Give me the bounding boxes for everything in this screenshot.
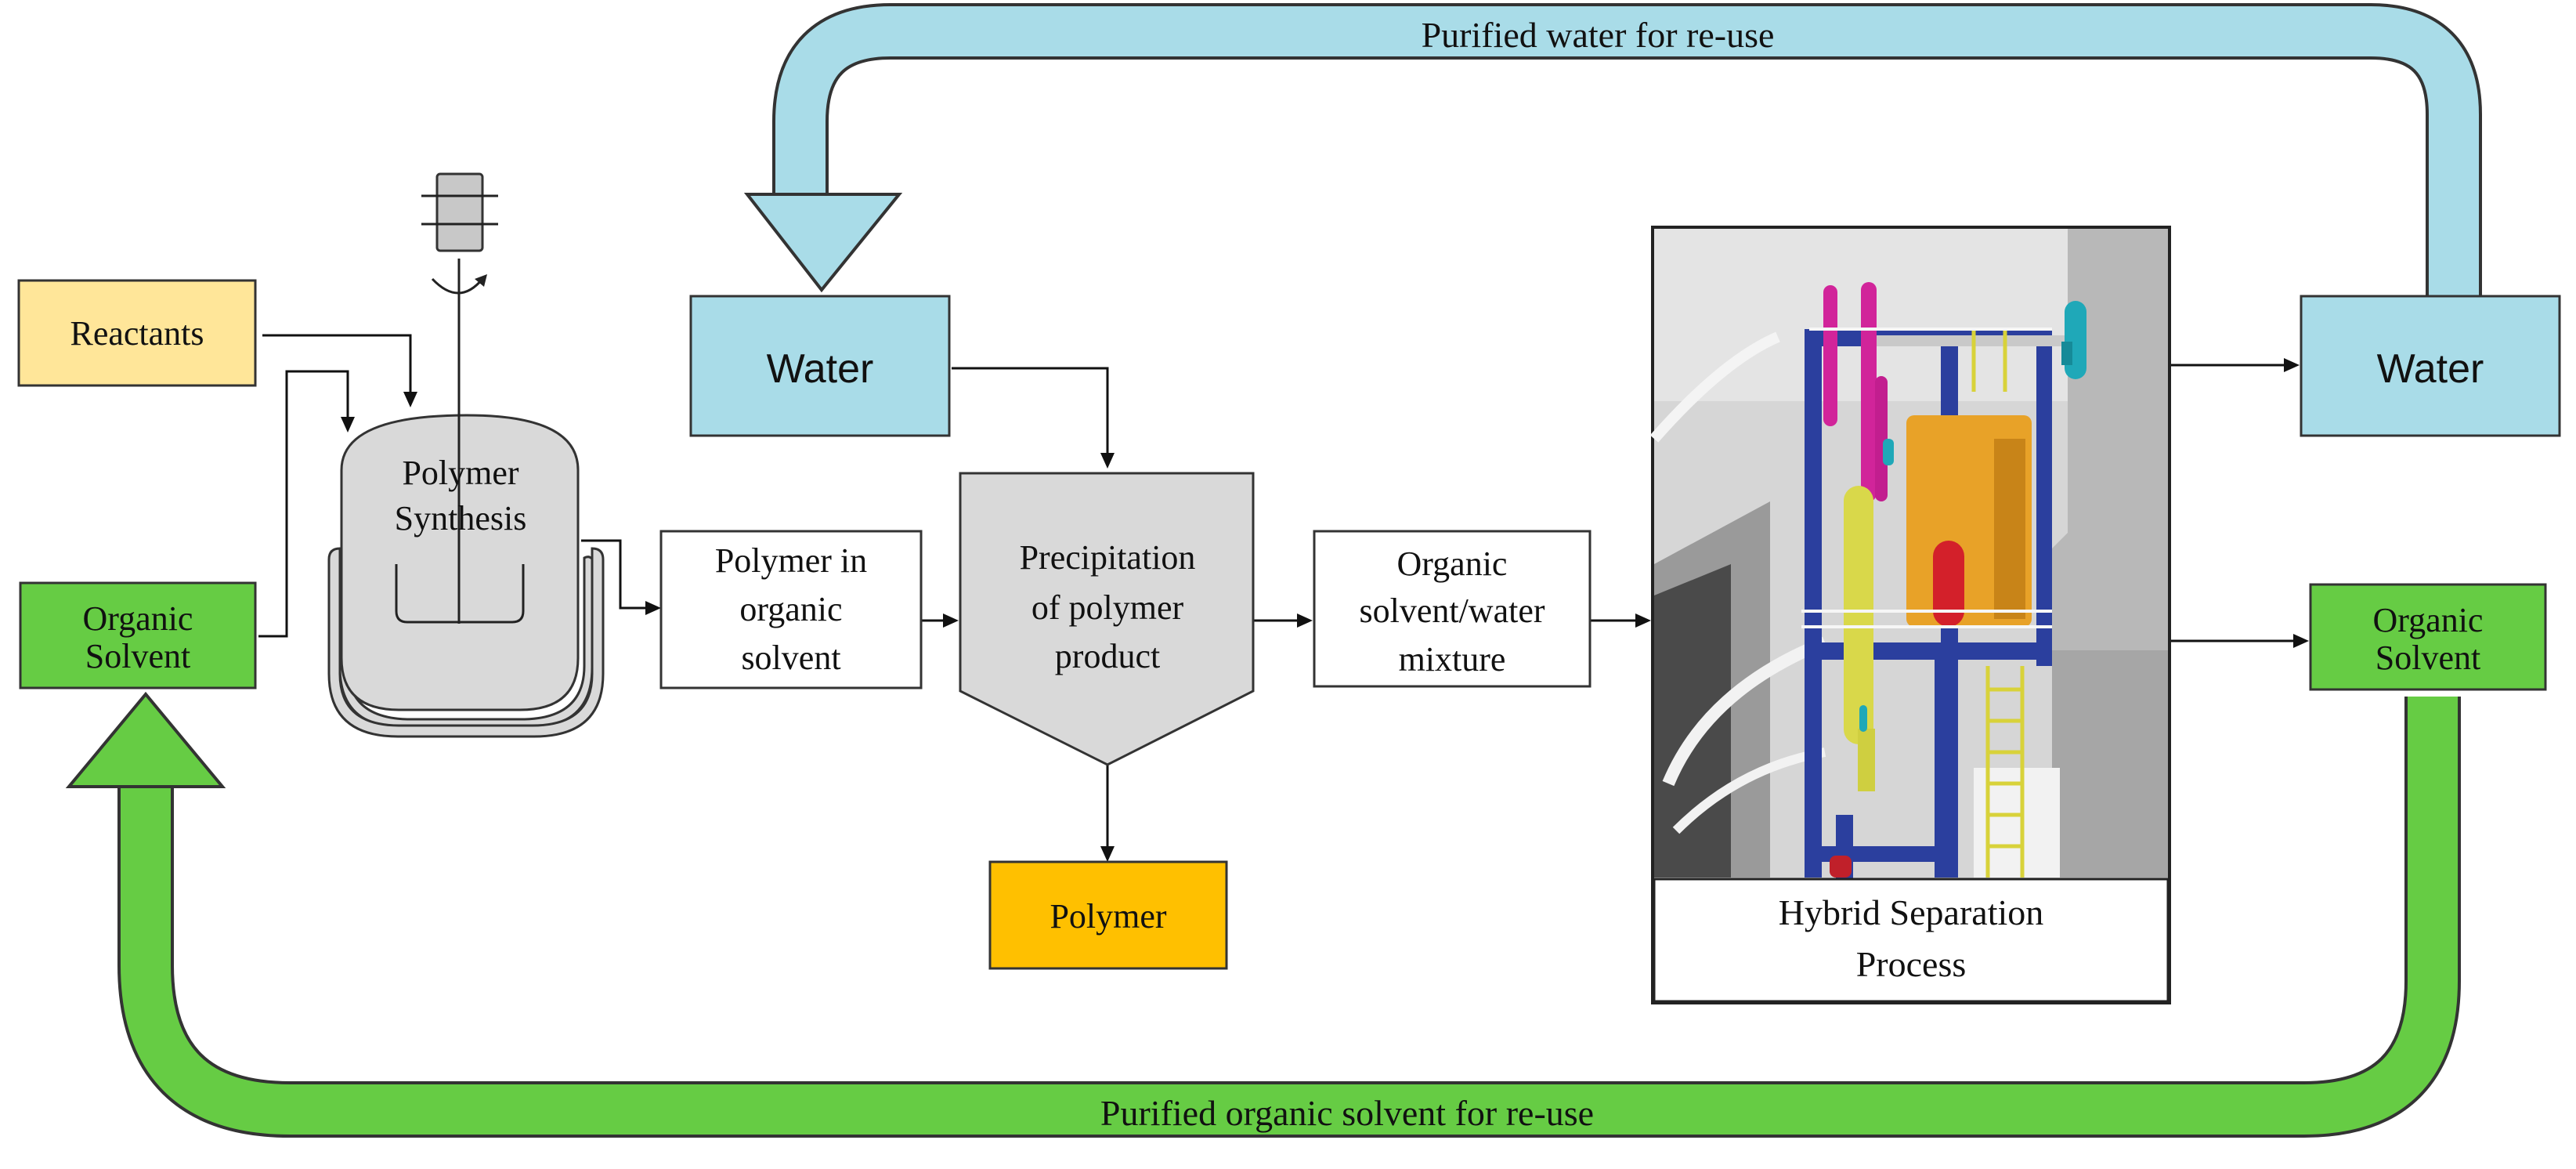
organic-solvent-out-box: Organic Solvent: [2309, 583, 2547, 691]
reactants-box: Reactants: [17, 279, 257, 387]
water-recycle-arrow: [743, 3, 2482, 296]
water-out-label: Water: [2377, 346, 2484, 392]
arrow-reactor-to-polymer-solution: [581, 539, 649, 610]
polymer-synthesis-label-1: Polymer: [402, 454, 518, 492]
reactor-vessel: Polymer Synthesis: [327, 259, 605, 738]
polymer-solution-label-3: solvent: [741, 639, 840, 677]
arrow-reactants-to-reactor: [262, 334, 412, 400]
organic-solvent-in-label-1: Organic: [83, 599, 193, 638]
water-in-label: Water: [767, 346, 874, 392]
water-loop-label: Purified water for re-use: [1422, 15, 1775, 55]
solvent-loop-label: Purified organic solvent for re-use: [1100, 1093, 1594, 1133]
hybrid-label-1: Hybrid Separation: [1779, 892, 2044, 932]
mixture-box: Organic solvent/water mixture: [1313, 530, 1591, 688]
water-in-box: Water: [689, 295, 951, 437]
hybrid-label-2: Process: [1856, 944, 1967, 984]
mixture-label-2: solvent/water: [1359, 592, 1545, 630]
organic-solvent-out-label-1: Organic: [2373, 601, 2484, 639]
motor-icon: [421, 172, 498, 252]
precipitation-vessel: Precipitation of polymer product: [959, 472, 1255, 766]
precipitation-label-3: product: [1055, 637, 1160, 675]
solvent-recycle-arrow: [65, 691, 2461, 1138]
rotation-arrow-icon: [431, 274, 487, 295]
plant-3d-render: [1649, 229, 2168, 879]
water-out-box: Water: [2300, 295, 2561, 437]
arrow-solvent-to-reactor: [258, 370, 349, 638]
reactants-label: Reactants: [70, 314, 204, 353]
polymer-label: Polymer: [1050, 897, 1166, 936]
connectors: [258, 334, 2309, 862]
organic-solvent-in-box: Organic Solvent: [19, 581, 257, 689]
precipitation-label-2: of polymer: [1031, 588, 1184, 627]
precipitation-label-1: Precipitation: [1020, 538, 1196, 577]
polymer-solution-label-2: organic: [739, 590, 842, 628]
polymer-synthesis-label-2: Synthesis: [395, 499, 527, 537]
mixture-label-1: Organic: [1397, 545, 1508, 583]
polymer-solution-box: Polymer in organic solvent: [659, 530, 923, 689]
organic-solvent-out-label-2: Solvent: [2375, 639, 2480, 677]
arrow-water-to-precipitation: [952, 367, 1109, 454]
polymer-solution-label-1: Polymer in: [715, 541, 867, 580]
mixture-label-3: mixture: [1399, 640, 1506, 679]
organic-solvent-in-label-2: Solvent: [85, 637, 190, 675]
hybrid-separation-box: Hybrid Separation Process: [1649, 226, 2171, 1004]
polymer-box: Polymer: [988, 860, 1228, 970]
